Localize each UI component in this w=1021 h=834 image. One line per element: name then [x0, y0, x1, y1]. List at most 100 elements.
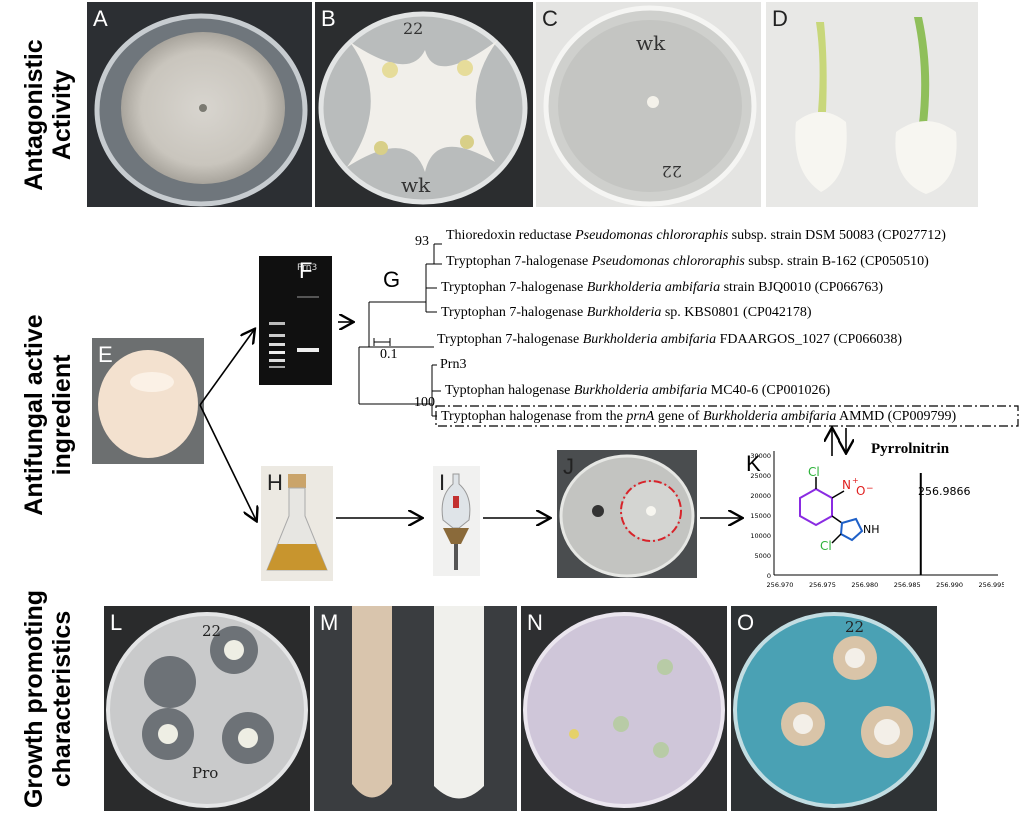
boxed-leaf-pre: Tryptophan halogenase from the — [441, 409, 627, 424]
plate-mark-b-top: 22 — [403, 19, 423, 38]
plate-mark-c-bottom: 22 — [662, 162, 682, 181]
plate-mark-l-top: 22 — [202, 622, 221, 640]
tree-leaf-5-pre: Tryptophan 7-halogenase — [437, 332, 583, 347]
tree-leaf-5-post: FDAARGOS_1027 (CP066038) — [716, 332, 902, 347]
tree-leaf-1-post: subsp. strain DSM 50083 (CP027712) — [728, 228, 946, 243]
atom-cl-2: Cl — [820, 539, 832, 553]
tree-leaf-6: Prn3 — [440, 357, 466, 373]
test-tubes-m — [352, 606, 484, 799]
tree-leaf-7-pre: Typtophan halogenase — [445, 383, 574, 398]
tree-leaf-7-species: Burkholderia ambifaria — [573, 383, 708, 398]
tree-leaf-2-species: Pseudomonas chlororaphis — [591, 254, 745, 269]
tree-leaf-3: Tryptophan 7-halogenase Burkholderia amb… — [441, 280, 883, 296]
bootstrap-100: 100 — [414, 395, 435, 410]
tree-leaf-1-species: Pseudomonas chlororaphis — [575, 228, 729, 243]
arrow-e-to-h — [199, 404, 256, 520]
tree-leaf-1: Thioredoxin reductase Pseudomonas chloro… — [446, 228, 946, 244]
panel-label-f: F — [299, 258, 313, 283]
panel-j-photo: J — [557, 450, 697, 578]
x-tick-label: 256.990 — [936, 581, 963, 589]
panel-label-l: L — [110, 610, 123, 635]
panel-label-e: E — [98, 342, 113, 367]
x-tick-label: 256.975 — [809, 581, 836, 589]
tree-leaf-4-post: sp. KBS0801 (CP042178) — [661, 305, 812, 320]
peak-label: 256.9866 — [918, 485, 971, 498]
y-tick-label: 20000 — [750, 492, 771, 500]
x-tick-label: 256.970 — [767, 581, 794, 589]
panel-d-photo: D — [766, 2, 978, 207]
pyrrole-ring — [839, 517, 864, 542]
compound-name: Pyrrolnitrin — [871, 441, 950, 457]
panel-e-photo: E — [92, 338, 204, 464]
panel-h-photo: H — [261, 466, 333, 581]
panel-o-photo: 22 O — [731, 606, 937, 811]
atom-nh: NH — [863, 523, 880, 536]
tree-leaf-4: Tryptophan 7-halogenase Burkholderia sp.… — [441, 305, 811, 321]
x-tick-label: 256.980 — [851, 581, 878, 589]
panel-m-photo: M — [314, 606, 517, 811]
scale-bar-label: 0.1 — [380, 347, 398, 362]
tree-leaf-3-pre: Tryptophan 7-halogenase — [441, 280, 587, 295]
panel-label-k: K — [746, 451, 761, 476]
panel-b-photo: 22 wk B — [315, 2, 533, 207]
seedlings-d — [795, 17, 957, 194]
tree-leaf-2: Tryptophan 7-halogenase Pseudomonas chlo… — [446, 254, 929, 270]
bootstrap-93: 93 — [415, 234, 429, 249]
highlight-box — [435, 405, 1019, 427]
panel-label-m: M — [320, 610, 339, 635]
atom-cl-1: Cl — [808, 465, 820, 479]
phylogenetic-tree — [358, 243, 442, 417]
panel-n-photo: N — [521, 606, 727, 811]
panel-l-photo: 22 Pro L — [104, 606, 310, 811]
tree-leaf-2-post: subsp. strain B-162 (CP050510) — [744, 254, 929, 269]
panel-label-h: H — [267, 470, 283, 495]
boxed-leaf-mid: gene of — [654, 409, 703, 424]
x-tick-label: 256.995 — [979, 581, 1004, 589]
arrow-e-to-f — [199, 330, 254, 406]
tree-leaf-2-pre: Tryptophan 7-halogenase — [446, 254, 592, 269]
panel-label-o: O — [737, 610, 755, 635]
tree-leaf-1-pre: Thioredoxin reductase — [446, 228, 576, 243]
gel-image-f: Prn3 — [269, 263, 319, 368]
tree-leaf-7-post: MC40-6 (CP001026) — [707, 383, 831, 398]
tree-leaf-3-post: strain BJQ0010 (CP066763) — [720, 280, 884, 295]
atom-nitro-charge: + — [852, 476, 859, 485]
separatory-funnel-i — [441, 473, 471, 570]
diagram-overlay — [199, 243, 1019, 816]
panel-c-photo: wk 22 C — [536, 2, 761, 207]
boxed-leaf-gene: prnA — [626, 409, 655, 424]
panel-label-d: D — [772, 6, 788, 31]
panel-label-g: G — [383, 267, 401, 292]
y-tick-label: 25000 — [750, 472, 771, 480]
inhibition-zone-ring — [620, 480, 682, 542]
petri-dish-j — [559, 454, 695, 578]
petri-dish-l: 22 Pro — [106, 612, 308, 808]
plate-mark-l-bottom: Pro — [192, 764, 218, 782]
y-tick-label: 15000 — [750, 512, 771, 520]
petri-dish-b: 22 wk — [318, 11, 528, 205]
panel-a-photo: A — [87, 2, 312, 207]
panel-label-j: J — [563, 454, 574, 479]
panel-label-b: B — [321, 6, 336, 31]
tree-leaf-5-species: Burkholderia ambifaria — [582, 332, 717, 347]
tree-leaf-6-pre: Prn3 — [440, 357, 467, 372]
atom-oxygen: O — [856, 484, 865, 498]
petri-dish-n — [523, 612, 725, 808]
boxed-leaf-post: AMMD (CP009799) — [836, 409, 957, 424]
petri-dish-c: wk 22 — [543, 5, 757, 207]
x-tick-label: 256.985 — [894, 581, 921, 589]
panel-f-gel: Prn3 F — [259, 256, 332, 385]
y-tick-label: 30000 — [750, 452, 771, 460]
atom-nitro: N — [842, 478, 851, 492]
plate-mark-o-top: 22 — [845, 618, 864, 636]
y-tick-label: 5000 — [754, 552, 771, 560]
tree-leaf-4-species: Burkholderia — [586, 305, 662, 320]
atom-oxygen-charge: − — [866, 484, 874, 494]
colony-e — [98, 350, 198, 458]
petri-dish-a — [94, 13, 308, 207]
petri-dish-o: 22 — [733, 612, 935, 808]
panel-label-i: I — [439, 470, 446, 495]
y-tick-label: 10000 — [750, 532, 771, 540]
